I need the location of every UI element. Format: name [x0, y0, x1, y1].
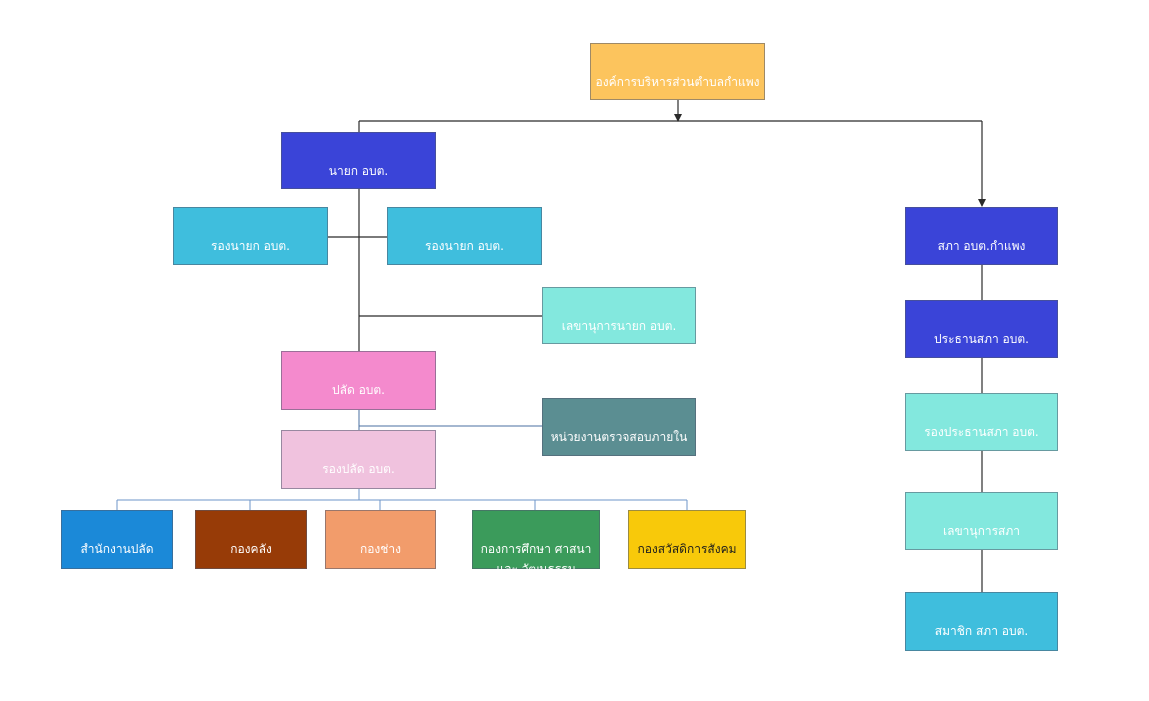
finance-division-label: กองคลัง — [230, 542, 272, 556]
mayor-box: นายก อบต. — [281, 132, 436, 189]
chief-admin-label: ปลัด อบต. — [331, 383, 385, 397]
council-member-box: สมาชิก สภา อบต. — [905, 592, 1058, 651]
council-label: สภา อบต.กำแพง — [937, 239, 1026, 253]
council-secretary-box: เลขานุการสภา — [905, 492, 1058, 550]
mayor-secretary-box: เลขานุการนายก อบต. — [542, 287, 696, 344]
root-organization-box: องค์การบริหารส่วนตำบลกำแพง — [590, 43, 765, 100]
education-division-label: กองการศึกษา ศาสนา และ วัฒนธรรม — [480, 542, 592, 576]
mayor-secretary-label: เลขานุการนายก อบต. — [561, 319, 677, 333]
office-chief-admin-box: สำนักงานปลัด — [61, 510, 173, 569]
council-secretary-label: เลขานุการสภา — [942, 524, 1021, 538]
mayor-label: นายก อบต. — [328, 164, 389, 178]
root-organization-label: องค์การบริหารส่วนตำบลกำแพง — [595, 75, 760, 89]
council-president-label: ประธานสภา อบต. — [934, 332, 1029, 346]
engineering-division-box: กองช่าง — [325, 510, 436, 569]
council-president-box: ประธานสภา อบต. — [905, 300, 1058, 358]
deputy-mayor-box-2: รองนายก อบต. — [387, 207, 542, 265]
council-member-label: สมาชิก สภา อบต. — [934, 624, 1029, 638]
internal-audit-box: หน่วยงานตรวจสอบภายใน — [542, 398, 696, 456]
internal-audit-label: หน่วยงานตรวจสอบภายใน — [550, 430, 688, 444]
chief-admin-box: ปลัด อบต. — [281, 351, 436, 410]
deputy-chief-admin-label: รองปลัด อบต. — [322, 462, 395, 476]
welfare-division-box: กองสวัสดิการสังคม — [628, 510, 746, 569]
deputy-mayor-label-1: รองนายก อบต. — [211, 239, 290, 253]
finance-division-box: กองคลัง — [195, 510, 307, 569]
education-division-box: กองการศึกษา ศาสนา และ วัฒนธรรม — [472, 510, 600, 576]
welfare-division-label: กองสวัสดิการสังคม — [637, 542, 737, 556]
deputy-chief-admin-box: รองปลัด อบต. — [281, 430, 436, 489]
council-vice-president-box: รองประธานสภา อบต. — [905, 393, 1058, 451]
deputy-mayor-box-1: รองนายก อบต. — [173, 207, 328, 265]
council-vice-president-label: รองประธานสภา อบต. — [924, 425, 1039, 439]
engineering-division-label: กองช่าง — [359, 542, 402, 556]
office-chief-admin-label: สำนักงานปลัด — [80, 542, 154, 556]
deputy-mayor-label-2: รองนายก อบต. — [425, 239, 504, 253]
council-box: สภา อบต.กำแพง — [905, 207, 1058, 265]
